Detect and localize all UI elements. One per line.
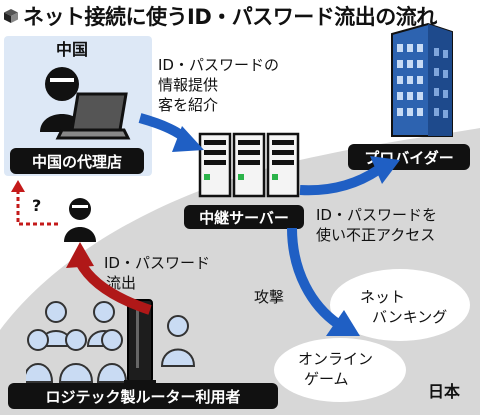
japan-region-label: 日本 xyxy=(428,382,461,401)
building-icon xyxy=(391,22,453,137)
introduce-label-3: 客を紹介 xyxy=(158,96,219,114)
page-title: ネット接続に使うID・パスワード流出の流れ xyxy=(23,5,437,29)
introduce-label-1: ID・パスワードの xyxy=(158,56,279,74)
online-label-2: ゲーム xyxy=(304,370,349,388)
illegal-access-label-2: 使い不正アクセス xyxy=(316,226,436,244)
provider-label: プロバイダー xyxy=(348,144,470,170)
user-group-router xyxy=(26,299,196,386)
china-agent-label: 中国の代理店 xyxy=(10,148,144,174)
netbank-label-2: バンキング xyxy=(372,308,448,326)
cloud-icon xyxy=(274,338,406,402)
introduce-label-2: 情報提供 xyxy=(158,76,219,94)
china-region-label: 中国 xyxy=(56,40,89,59)
online-label-1: オンライン xyxy=(298,350,374,368)
leak-label-2: 流出 xyxy=(106,274,137,292)
hacker-laptop xyxy=(40,67,131,140)
laptop-icon xyxy=(55,92,131,140)
hacker-icon xyxy=(64,198,96,242)
server-icon xyxy=(198,132,300,198)
title-row: ネット接続に使うID・パスワード流出の流れ xyxy=(4,2,437,30)
attack-label: 攻撃 xyxy=(254,288,285,306)
router-icon xyxy=(124,299,156,386)
question-mark: ? xyxy=(32,196,42,215)
cube-icon xyxy=(4,9,18,23)
netbank-label-1: ネット xyxy=(360,288,406,306)
cloud-icon xyxy=(330,269,470,341)
router-users-label: ロジテック製ルーター利用者 xyxy=(8,383,278,409)
user-group-icon xyxy=(26,301,196,383)
relay-server-label: 中継サーバー xyxy=(184,205,304,229)
leak-label-1: ID・パスワード xyxy=(104,254,210,272)
illegal-access-label-1: ID・パスワードを xyxy=(316,206,437,224)
